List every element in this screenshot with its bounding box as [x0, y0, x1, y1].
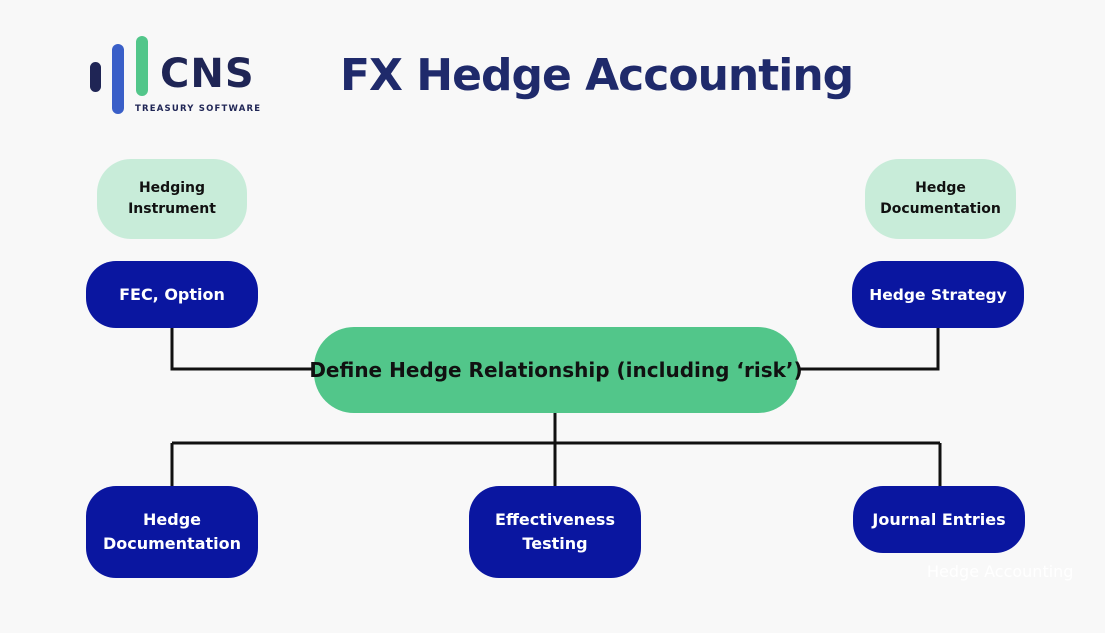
hedging-instrument-label: Hedging Instrument — [97, 159, 247, 239]
central-node: Define Hedge Relationship (including ‘ri… — [309, 327, 803, 413]
hedge-documentation-top-label: Hedge Documentation — [865, 159, 1016, 239]
central-node-text: Define Hedge Relationship (including ‘ri… — [309, 358, 803, 382]
fec-option-node: FEC, Option — [86, 261, 258, 328]
hedge-documentation-bottom-node: Hedge Documentation — [86, 486, 258, 578]
journal-entries-node: Journal Entries — [853, 486, 1025, 553]
connector-left — [170, 326, 316, 371]
logo-name: CNS — [160, 51, 255, 97]
journal-entries-text: Journal Entries — [872, 509, 1006, 529]
hedge-documentation-top-text: Hedge Documentation — [880, 180, 1001, 217]
effectiveness-testing-text: Effectiveness Testing — [495, 510, 615, 553]
hedge-strategy-text: Hedge Strategy — [869, 285, 1007, 304]
hedge-strategy-node: Hedge Strategy — [852, 261, 1024, 328]
fec-option-text: FEC, Option — [119, 284, 225, 304]
effectiveness-testing-node: Effectiveness Testing — [469, 486, 641, 578]
watermark: Hedge Accounting — [927, 562, 1074, 581]
connector-right — [796, 326, 940, 371]
hedge-documentation-bottom-text: Hedge Documentation — [102, 510, 242, 553]
hedging-instrument-text: Hedging Instrument — [128, 180, 216, 217]
logo-bars-icon — [90, 36, 148, 114]
page-title: FX Hedge Accounting — [340, 50, 854, 101]
logo-tagline: TREASURY SOFTWARE — [135, 104, 262, 114]
cns-logo: CNS TREASURY SOFTWARE — [88, 36, 278, 118]
